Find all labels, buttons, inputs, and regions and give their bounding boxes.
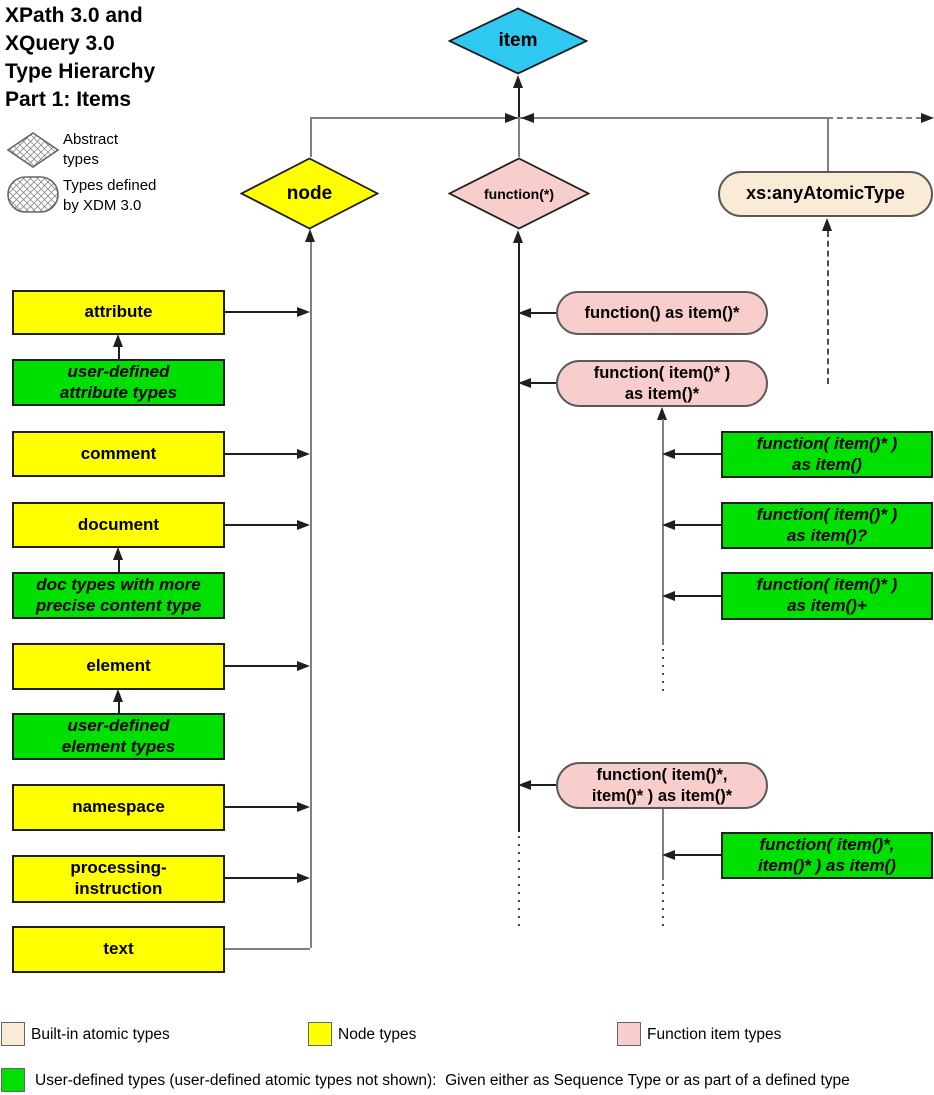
arrowhead-right-icon xyxy=(297,307,310,317)
builtin-atomic-swatch xyxy=(1,1022,25,1046)
node-types-swatch xyxy=(308,1022,332,1046)
user-function-two-arg-box: function( item()*, item()* ) as item() xyxy=(721,832,933,879)
abstract-types-label: Abstract types xyxy=(63,131,119,168)
connector-line xyxy=(225,877,300,879)
element-box: element xyxy=(12,643,225,690)
node-diamond: node xyxy=(240,157,379,230)
arrowhead-left-icon xyxy=(518,780,531,790)
arrowhead-up-icon xyxy=(513,230,523,243)
arrowhead-up-icon xyxy=(657,407,667,420)
arrowhead-up-icon xyxy=(113,547,123,560)
connector-line xyxy=(118,559,120,572)
item-label: item xyxy=(498,30,538,51)
arrowhead-right-icon xyxy=(297,449,310,459)
function-as-item-pill: function() as item()* xyxy=(556,291,768,335)
xdm-types-stadium-icon xyxy=(7,176,59,213)
function-any-diamond: function(*) xyxy=(448,157,590,230)
arrowhead-right-icon xyxy=(297,661,310,671)
connector-line xyxy=(827,117,829,171)
node-types-label: Node types xyxy=(338,1026,417,1043)
function-any-label: function(*) xyxy=(484,185,554,202)
connector-subtrunk xyxy=(662,809,664,880)
user-function-optional-box: function( item()* ) as item()? xyxy=(721,502,933,549)
user-defined-types-swatch xyxy=(1,1068,25,1092)
connector-line xyxy=(518,117,520,157)
connector-dashed-continuation xyxy=(827,117,922,119)
connector-line xyxy=(529,784,556,786)
connector-function-trunk xyxy=(518,243,520,832)
arrowhead-up-icon xyxy=(822,218,832,231)
connector-dotted-line xyxy=(662,884,664,927)
connector-line xyxy=(529,312,556,314)
connector-line xyxy=(225,948,310,950)
connector-line xyxy=(310,117,312,157)
arrowhead-up-icon xyxy=(513,75,523,88)
arrowhead-up-icon xyxy=(113,689,123,702)
arrowhead-left-icon xyxy=(662,520,675,530)
arrowhead-right-icon xyxy=(297,873,310,883)
function-item-as-item-pill: function( item()* ) as item()* xyxy=(556,360,768,407)
connector-line xyxy=(673,453,721,455)
connector-item-line xyxy=(518,86,520,117)
item-diamond: item xyxy=(448,7,588,75)
arrowhead-left-icon xyxy=(518,378,531,388)
user-defined-types-label: User-defined types (user-defined atomic … xyxy=(35,1072,850,1089)
doc-types-box: doc types with more precise content type xyxy=(12,572,225,619)
connector-line xyxy=(118,346,120,359)
connector-dotted-line xyxy=(518,836,520,927)
connector-line xyxy=(225,311,300,313)
connector-line xyxy=(225,665,300,667)
connector-bus-line xyxy=(310,117,827,119)
attribute-box: attribute xyxy=(12,290,225,335)
arrowhead-right-icon xyxy=(921,113,934,123)
connector-line xyxy=(673,595,721,597)
abstract-types-diamond-icon xyxy=(6,132,60,168)
connector-subtrunk xyxy=(662,419,664,645)
namespace-box: namespace xyxy=(12,784,225,831)
arrowhead-left-icon xyxy=(662,449,675,459)
user-element-types-box: user-defined element types xyxy=(12,713,225,760)
connector-line xyxy=(118,701,120,713)
comment-box: comment xyxy=(12,431,225,477)
function-item-item-as-item-pill: function( item()*, item()* ) as item()* xyxy=(556,762,768,809)
user-function-plus-box: function( item()* ) as item()+ xyxy=(721,572,933,620)
arrowhead-up-icon xyxy=(113,334,123,347)
any-atomic-type-pill: xs:anyAtomicType xyxy=(718,171,933,217)
connector-line xyxy=(225,453,300,455)
connector-line xyxy=(529,382,556,384)
arrowhead-left-icon xyxy=(521,113,534,123)
arrowhead-left-icon xyxy=(662,850,675,860)
builtin-atomic-label: Built-in atomic types xyxy=(31,1026,170,1043)
node-label: node xyxy=(286,182,333,204)
function-item-types-label: Function item types xyxy=(647,1026,782,1043)
page-title: XPath 3.0 and XQuery 3.0 Type Hierarchy … xyxy=(5,4,156,111)
connector-node-trunk xyxy=(310,242,312,948)
xdm-types-label: Types defined by XDM 3.0 xyxy=(63,177,157,214)
connector-dashed-line xyxy=(827,231,829,384)
text-box: text xyxy=(12,926,225,973)
connector-line xyxy=(225,524,300,526)
arrowhead-up-icon xyxy=(305,229,315,242)
arrowhead-left-icon xyxy=(518,308,531,318)
arrowhead-left-icon xyxy=(662,591,675,601)
arrowhead-right-icon xyxy=(297,520,310,530)
arrowhead-right-icon xyxy=(505,113,518,123)
arrowhead-right-icon xyxy=(297,802,310,812)
user-function-exact-box: function( item()* ) as item() xyxy=(721,431,933,478)
function-item-types-swatch xyxy=(617,1022,641,1046)
connector-line xyxy=(225,806,300,808)
user-attribute-types-box: user-defined attribute types xyxy=(12,359,225,406)
processing-instruction-box: processing- instruction xyxy=(12,855,225,903)
connector-line xyxy=(673,854,721,856)
connector-dotted-line xyxy=(662,649,664,694)
document-box: document xyxy=(12,502,225,548)
connector-line xyxy=(673,524,721,526)
